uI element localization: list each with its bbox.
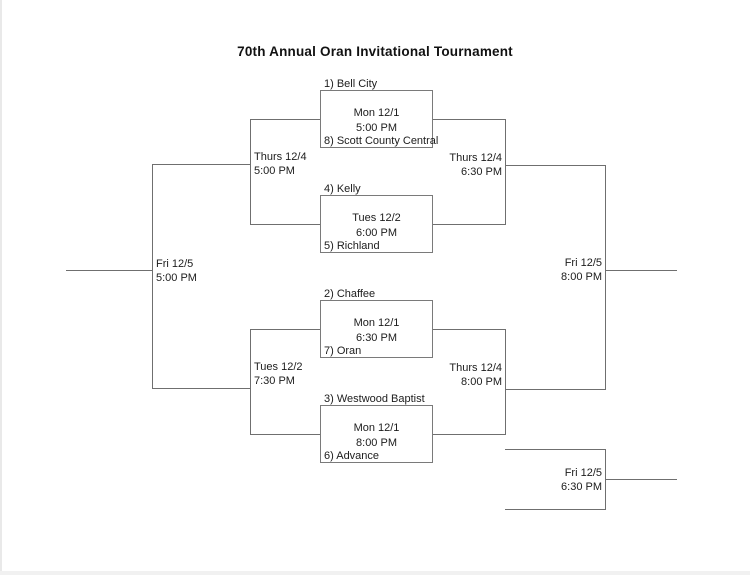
game-slot-left-semifinal-2: Tues 12/2 7:30 PM xyxy=(254,360,303,388)
page-edge-bottom xyxy=(0,571,750,575)
tournament-title: 70th Annual Oran Invitational Tournament xyxy=(237,44,513,59)
bracket-line xyxy=(605,479,677,480)
game-time: 8:00 PM xyxy=(356,437,397,449)
game-date: Thurs 12/4 xyxy=(254,151,307,163)
bracket-line xyxy=(505,329,506,435)
game-time: 6:30 PM xyxy=(461,166,502,178)
game-slot-right-final: Fri 12/5 8:00 PM xyxy=(490,256,602,284)
game-box-round1-2: 4) Kelly Tues 12/2 6:00 PM 5) Richland xyxy=(320,183,433,253)
game-slot-left-final: Fri 12/5 5:00 PM xyxy=(156,257,197,285)
bracket-line xyxy=(152,164,250,165)
bracket-line xyxy=(605,165,606,390)
bracket-line xyxy=(505,389,605,390)
game-date: Mon 12/1 xyxy=(353,317,400,329)
team-label: 1) Bell City xyxy=(324,78,378,90)
bracket-line xyxy=(433,224,505,225)
game-box-round1-3: 2) Chaffee Mon 12/1 6:30 PM 7) Oran xyxy=(320,288,433,358)
game-time: 5:00 PM xyxy=(156,272,197,284)
bracket-line xyxy=(505,449,605,450)
game-date: Mon 12/1 xyxy=(353,107,400,119)
game-date: Thurs 12/4 xyxy=(449,362,502,374)
game-date: Mon 12/1 xyxy=(353,422,400,434)
game-time: 7:30 PM xyxy=(254,375,295,387)
page-edge-left xyxy=(0,0,2,575)
team-label: 5) Richland xyxy=(324,240,380,252)
game-slot-right-semifinal-1: Thurs 12/4 6:30 PM xyxy=(390,151,502,179)
game-date: Fri 12/5 xyxy=(564,257,602,269)
bracket-line xyxy=(605,270,677,271)
bracket-line xyxy=(152,164,153,389)
game-date: Tues 12/2 xyxy=(254,361,303,373)
bracket-line xyxy=(433,119,505,120)
game-date: Fri 12/5 xyxy=(156,258,194,270)
game-time: 8:00 PM xyxy=(461,376,502,388)
bracket-line xyxy=(250,224,320,225)
game-time: 6:00 PM xyxy=(356,227,397,239)
game-time: 5:00 PM xyxy=(254,165,295,177)
team-label: 8) Scott County Central xyxy=(324,135,439,147)
bracket-line xyxy=(433,329,505,330)
bracket-line xyxy=(505,165,605,166)
bracket-line xyxy=(250,329,320,330)
game-time: 6:30 PM xyxy=(356,332,397,344)
team-label: 4) Kelly xyxy=(324,183,361,195)
game-box-round1-1: 1) Bell City Mon 12/1 5:00 PM 8) Scott C… xyxy=(320,78,438,148)
game-slot-right-semifinal-2: Thurs 12/4 8:00 PM xyxy=(390,361,502,389)
game-date: Fri 12/5 xyxy=(564,467,602,479)
game-slot-left-semifinal-1: Thurs 12/4 5:00 PM xyxy=(254,150,307,178)
team-label: 2) Chaffee xyxy=(324,288,376,300)
game-slot-bottom-right: Fri 12/5 6:30 PM xyxy=(490,466,602,494)
bracket-line xyxy=(250,434,320,435)
bracket-line xyxy=(433,434,505,435)
game-time: 8:00 PM xyxy=(561,271,602,283)
game-time: 6:30 PM xyxy=(561,481,602,493)
bracket-line xyxy=(66,270,152,271)
game-date: Thurs 12/4 xyxy=(449,152,502,164)
bracket-line xyxy=(250,119,320,120)
bracket-line xyxy=(152,388,250,389)
game-box-round1-4: 3) Westwood Baptist Mon 12/1 8:00 PM 6) … xyxy=(320,393,433,463)
bracket-line xyxy=(250,119,251,225)
team-label: 6) Advance xyxy=(324,450,380,462)
team-label: 7) Oran xyxy=(324,345,362,357)
bracket-line xyxy=(505,509,605,510)
game-date: Tues 12/2 xyxy=(352,212,401,224)
team-label: 3) Westwood Baptist xyxy=(324,393,425,405)
game-time: 5:00 PM xyxy=(356,122,397,134)
bracket-line xyxy=(250,329,251,435)
bracket-line xyxy=(505,119,506,225)
